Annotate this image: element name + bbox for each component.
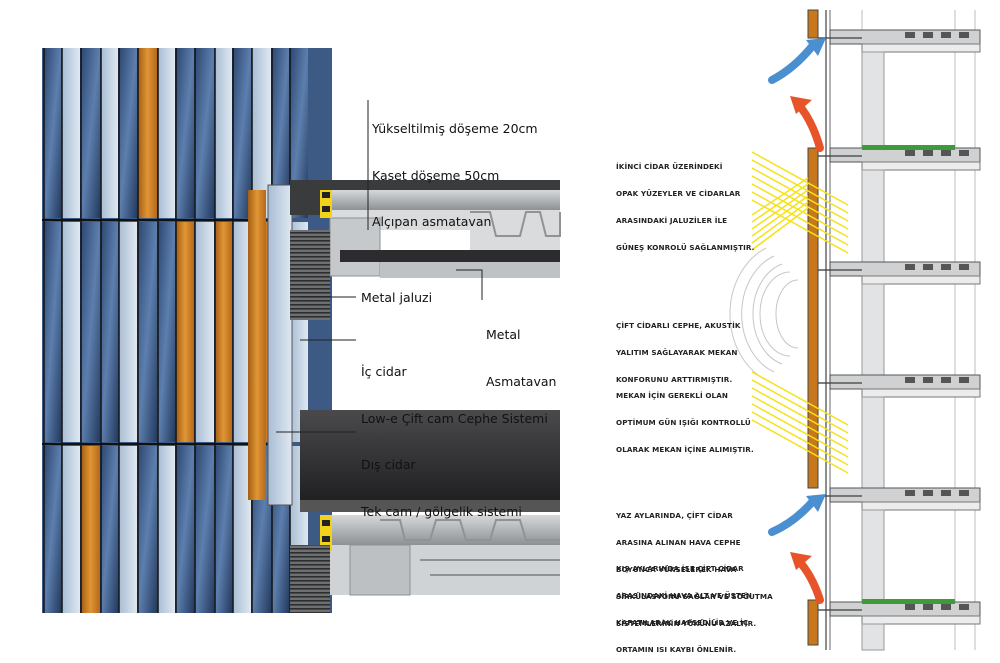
note-line: İKİNCİ CİDAR ÜZERİNDEKİ bbox=[616, 162, 723, 171]
glass-panel bbox=[215, 48, 232, 218]
glass-panel bbox=[233, 222, 251, 442]
glass-panel bbox=[62, 48, 80, 218]
glass-panel bbox=[44, 222, 61, 442]
glass-panel bbox=[195, 446, 214, 613]
section-drawing bbox=[729, 9, 981, 651]
glass-panel bbox=[81, 446, 100, 613]
floor-layer-2: Kaset döşeme 50cm bbox=[372, 167, 500, 183]
facade-render bbox=[42, 48, 561, 613]
note-line: KAPATILARAK HAPSEDİLİR VE İÇ bbox=[616, 618, 749, 627]
note-daylight: MEKAN İÇİN GEREKLİ OLAN OPTİMUM GÜN IŞIĞ… bbox=[616, 373, 754, 463]
sun-rays-upper bbox=[751, 151, 849, 254]
glass-panel bbox=[101, 446, 118, 613]
note-line: ÇİFT CİDARLI CEPHE, AKUSTİK bbox=[616, 321, 741, 330]
acoustic-waves bbox=[729, 247, 799, 381]
outer-skin-panel bbox=[807, 147, 819, 489]
metal-asmatavan-line-2: Asmatavan bbox=[486, 373, 557, 389]
middle-slab-section bbox=[290, 410, 560, 613]
note-line: SİSTEMLERİNİN YÜKÜNÜ AZALTIR. bbox=[616, 619, 757, 628]
note-summer-ventilation: YAZ AYLARINDA, ÇİFT CİDAR ARASINA ALINAN… bbox=[616, 493, 773, 637]
upper-slab-section bbox=[290, 180, 561, 278]
glass-panel bbox=[138, 48, 157, 218]
glass-panel bbox=[101, 222, 118, 442]
note-line: ARASINA ALINAN HAVA CEPHE bbox=[616, 538, 741, 547]
air-flow-arrows bbox=[768, 38, 826, 604]
glass-panel bbox=[119, 222, 137, 442]
glass-panel bbox=[101, 48, 118, 218]
glass-panel bbox=[252, 48, 271, 218]
glass-panel bbox=[81, 222, 100, 442]
note-line: SİRKÜLASYONU SAĞLAR VE SOĞUTMA bbox=[616, 592, 773, 601]
floor-layer-3: Alçıpan asmatavan bbox=[372, 214, 492, 229]
metal-asmatavan-label: Metal Asmatavan bbox=[486, 296, 556, 405]
glass-panel bbox=[138, 446, 157, 613]
note-winter-insulation: KIŞ AYLARINDA İSE ÇİFT CİDAR ARASINDAKİ … bbox=[616, 546, 752, 663]
inner-skin-line-1: İç cidar bbox=[361, 364, 407, 379]
glass-panel bbox=[176, 222, 194, 442]
note-solar-control: İKİNCİ CİDAR ÜZERİNDEKİ OPAK YÜZEYLER VE… bbox=[616, 144, 755, 261]
note-line: KIŞ AYLARINDA İSE ÇİFT CİDAR bbox=[616, 564, 744, 573]
outer-skin-line-2: Tek cam / gölgelik sistemi bbox=[361, 503, 522, 519]
glass-panel bbox=[272, 48, 289, 218]
glass-panel bbox=[119, 446, 137, 613]
inner-skin-label: İç cidar Low-e Çift cam Cephe Sistemi bbox=[361, 333, 548, 442]
warm-air-arrow bbox=[794, 100, 824, 152]
glass-panel bbox=[158, 222, 175, 442]
note-line: OLARAK MEKAN İÇİNE ALIMIŞTIR. bbox=[616, 445, 754, 454]
note-line: YALITIM SAĞLAYARAK MEKAN bbox=[616, 348, 738, 357]
note-acoustic: ÇİFT CİDARLI CEPHE, AKUSTİK YALITIM SAĞL… bbox=[616, 303, 741, 393]
section-floors bbox=[818, 29, 981, 651]
inner-skin-line-2: Low-e Çift cam Cephe Sistemi bbox=[361, 410, 548, 426]
inner-glass-pane bbox=[267, 184, 293, 506]
glass-panel bbox=[138, 222, 157, 442]
glass-panel bbox=[44, 48, 61, 218]
note-line: GÜNEŞ KONROLÜ SAĞLANMIŞTIR. bbox=[616, 243, 755, 252]
cool-air-arrow bbox=[768, 40, 818, 84]
glass-panel bbox=[158, 446, 175, 613]
glass-panel bbox=[233, 48, 251, 218]
floor-layers-label: Yükseltilmiş döşeme 20cm Kaset döşeme 50… bbox=[372, 90, 538, 245]
leader-lines bbox=[276, 100, 483, 433]
metal-jaluzi-label: Metal jaluzi bbox=[361, 290, 433, 305]
note-line: BOYUNCA YÜKSELEREK HAVA bbox=[616, 565, 737, 574]
glass-panel bbox=[176, 48, 194, 218]
note-line: MEKAN İÇİN GEREKLİ OLAN bbox=[616, 391, 729, 400]
orange-shade-panel bbox=[248, 190, 266, 500]
metal-louvers bbox=[290, 230, 330, 320]
note-line: YAZ AYLARINDA, ÇİFT CİDAR bbox=[616, 511, 733, 520]
outer-skin-line-1: Dış cidar bbox=[361, 457, 416, 472]
glass-panel bbox=[215, 222, 232, 442]
facade-mullions bbox=[42, 48, 308, 613]
glass-panel bbox=[62, 222, 80, 442]
note-line: ARASINDAKİ JALUZİLER İLE bbox=[616, 216, 728, 225]
note-line: ARASINDAKİ HAVA ALT VE ÜSTEN bbox=[616, 591, 752, 600]
glass-panel bbox=[62, 446, 80, 613]
glass-panel bbox=[290, 48, 308, 218]
sun-rays-lower bbox=[751, 371, 849, 474]
floor-layer-1: Yükseltilmiş döşeme 20cm bbox=[372, 121, 538, 136]
note-line: OPTİMUM GÜN IŞIĞI KONTROLLÜ bbox=[616, 418, 751, 427]
glass-panel bbox=[176, 446, 194, 613]
glass-panel bbox=[119, 48, 137, 218]
glass-panel bbox=[195, 222, 214, 442]
note-line: ORTAMIN ISI KAYBI ÖNLENİR. bbox=[616, 645, 737, 654]
glass-panel bbox=[81, 48, 100, 218]
glass-panel bbox=[158, 48, 175, 218]
glass-panel bbox=[215, 446, 232, 613]
outer-skin-label: Dış cidar Tek cam / gölgelik sistemi bbox=[361, 426, 522, 535]
glass-panel bbox=[233, 446, 251, 613]
metal-asmatavan-line-1: Metal bbox=[486, 327, 521, 342]
note-line: KONFORUNU ARTTIRMIŞTIR. bbox=[616, 375, 733, 384]
glass-panel bbox=[195, 48, 214, 218]
note-line: OPAK YÜZEYLER VE CİDARLAR bbox=[616, 189, 741, 198]
glass-panel bbox=[44, 446, 61, 613]
